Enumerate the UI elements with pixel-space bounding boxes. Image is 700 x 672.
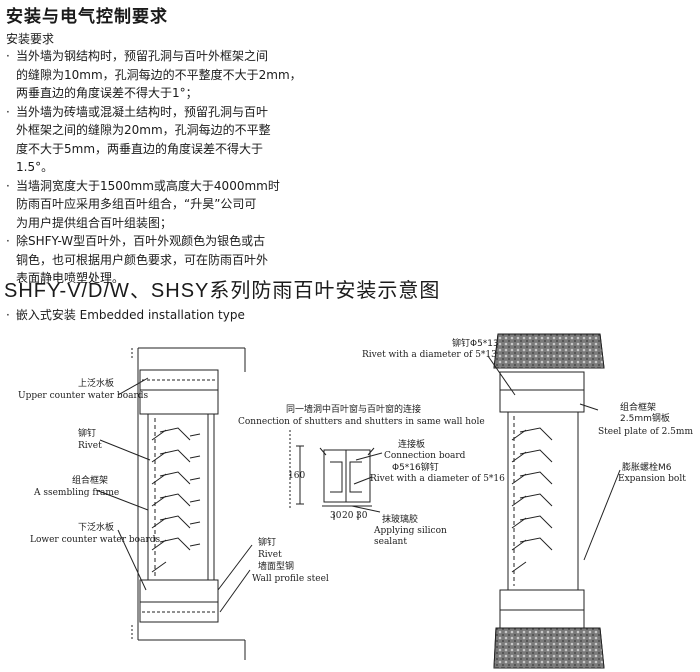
frame-label-en: A ssembling frame xyxy=(33,488,119,498)
requirement-line: 除SHFY-W型百叶外，百叶外观颜色为银色或古 xyxy=(16,234,266,248)
requirement-item: · 当墙洞宽度大于1500mm或高度大于4000mm时 防雨百叶应采用多组百叶组… xyxy=(4,177,344,233)
dimension-20: 20 xyxy=(342,511,354,521)
requirements-list: · 当外墙为钢结构时，预留孔洞与百叶外框架之间 的缝隙为10mm，孔洞每边的不平… xyxy=(4,47,344,288)
silicon-label-cn: 抹玻璃胶 xyxy=(382,513,418,525)
requirement-line: 铜色，也可根据用户颜色要求，可在防雨百叶外 xyxy=(16,252,269,267)
frame-label-cn: 组合框架 xyxy=(72,474,108,486)
dimension-30-a: 30 xyxy=(330,511,342,521)
requirement-line: 当外墙为钢结构时，预留孔洞与百叶外框架之间 xyxy=(16,49,269,63)
right-section-view xyxy=(487,333,621,669)
upper-board-label-en: Upper counter water boards xyxy=(18,391,149,401)
rivet-label-en: Rivet xyxy=(78,441,102,451)
requirement-item: · 除SHFY-W型百叶外，百叶外观颜色为银色或古 铜色，也可根据用户颜色要求，… xyxy=(4,232,344,288)
board-label-cn: 连接板 xyxy=(398,438,425,450)
rivet516-label-cn: Φ5*16铆钉 xyxy=(392,461,439,473)
upper-board-label-cn: 上泛水板 xyxy=(78,377,114,389)
section-subheading: 安装要求 xyxy=(6,32,55,46)
bullet-icon: · xyxy=(6,178,10,193)
rivet2-label-en: Rivet xyxy=(258,550,282,560)
requirement-line: 当墙洞宽度大于1500mm或高度大于4000mm时 xyxy=(16,178,280,193)
requirement-line: 度不大于5mm，两垂直边的角度误差不得大于 xyxy=(16,141,264,156)
connection-label-cn: 同一墙洞中百叶窗与百叶窗的连接 xyxy=(286,403,421,415)
requirement-line: 表面静电喷塑处理。 xyxy=(16,271,125,285)
connection-label-en: Connection of shutters and shutters in s… xyxy=(238,417,485,427)
lower-board-label-cn: 下泛水板 xyxy=(78,521,114,533)
connection-detail xyxy=(289,430,383,520)
bullet-icon: · xyxy=(6,49,10,63)
dimension-30-b: 30 xyxy=(356,511,368,521)
requirement-line: 1.5°。 xyxy=(16,160,54,174)
wall-steel-label-cn: 墙面型钢 xyxy=(258,560,294,572)
silicon-label-en-1: Applying silicon xyxy=(373,526,447,536)
requirement-line: 外框架之间的缝隙为20mm，孔洞每边的不平整 xyxy=(16,123,271,137)
requirement-line: 当外墙为砖墙或混凝土结构时，预留孔洞与百叶 xyxy=(16,104,269,119)
bolt-label-en: Expansion bolt xyxy=(618,474,686,484)
plate-label-cn-1: 组合框架 xyxy=(620,401,656,413)
wall-steel-label-en: Wall profile steel xyxy=(252,574,329,584)
install-type-label: 嵌入式安装 Embedded installation type xyxy=(15,308,245,322)
requirement-line: 为用户提供组合百叶组装图； xyxy=(16,215,173,230)
bullet-icon: · xyxy=(6,104,10,119)
plate-label-cn-2: 2.5mm钢板 xyxy=(620,412,670,424)
rivet513-label-cn: 铆钉Φ5*13 xyxy=(452,337,499,349)
main-title: SHFY-V/D/W、SHSY系列防雨百叶安装示意图 xyxy=(4,280,441,302)
install-type-line: · 嵌入式安装 Embedded installation type xyxy=(6,306,245,323)
dimension-160: 160 xyxy=(288,471,305,481)
requirement-item: · 当外墙为钢结构时，预留孔洞与百叶外框架之间 的缝隙为10mm，孔洞每边的不平… xyxy=(4,47,344,103)
requirement-line: 防雨百叶应采用多组百叶组合，“升昊”公司可 xyxy=(16,197,257,211)
bullet-icon: · xyxy=(6,308,10,322)
plate-label-en: Steel plate of 2.5mm xyxy=(598,427,693,437)
board-label-en: Connection board xyxy=(384,451,466,461)
rivet2-label-cn: 铆钉 xyxy=(258,536,276,548)
left-section-view xyxy=(95,347,253,660)
lower-board-label-en: Lower counter water boards xyxy=(30,535,161,545)
requirement-line: 的缝隙为10mm，孔洞每边的不平整度不大于2mm， xyxy=(16,67,302,82)
bullet-icon: · xyxy=(6,234,10,248)
rivet513-label-en: Rivet with a diameter of 5*13 xyxy=(362,350,497,360)
section-heading: 安装与电气控制要求 xyxy=(6,7,168,27)
silicon-label-en-2: sealant xyxy=(374,537,407,547)
rivet516-label-en: Rivet with a diameter of 5*16 xyxy=(370,474,505,484)
rivet-label-cn: 铆钉 xyxy=(78,427,96,439)
requirement-item: · 当外墙为砖墙或混凝土结构时，预留孔洞与百叶 外框架之间的缝隙为20mm，孔洞… xyxy=(4,103,344,177)
bolt-label-cn: 膨胀螺栓M6 xyxy=(622,461,672,473)
requirement-line: 两垂直边的角度误差不得大于1°； xyxy=(16,86,198,100)
